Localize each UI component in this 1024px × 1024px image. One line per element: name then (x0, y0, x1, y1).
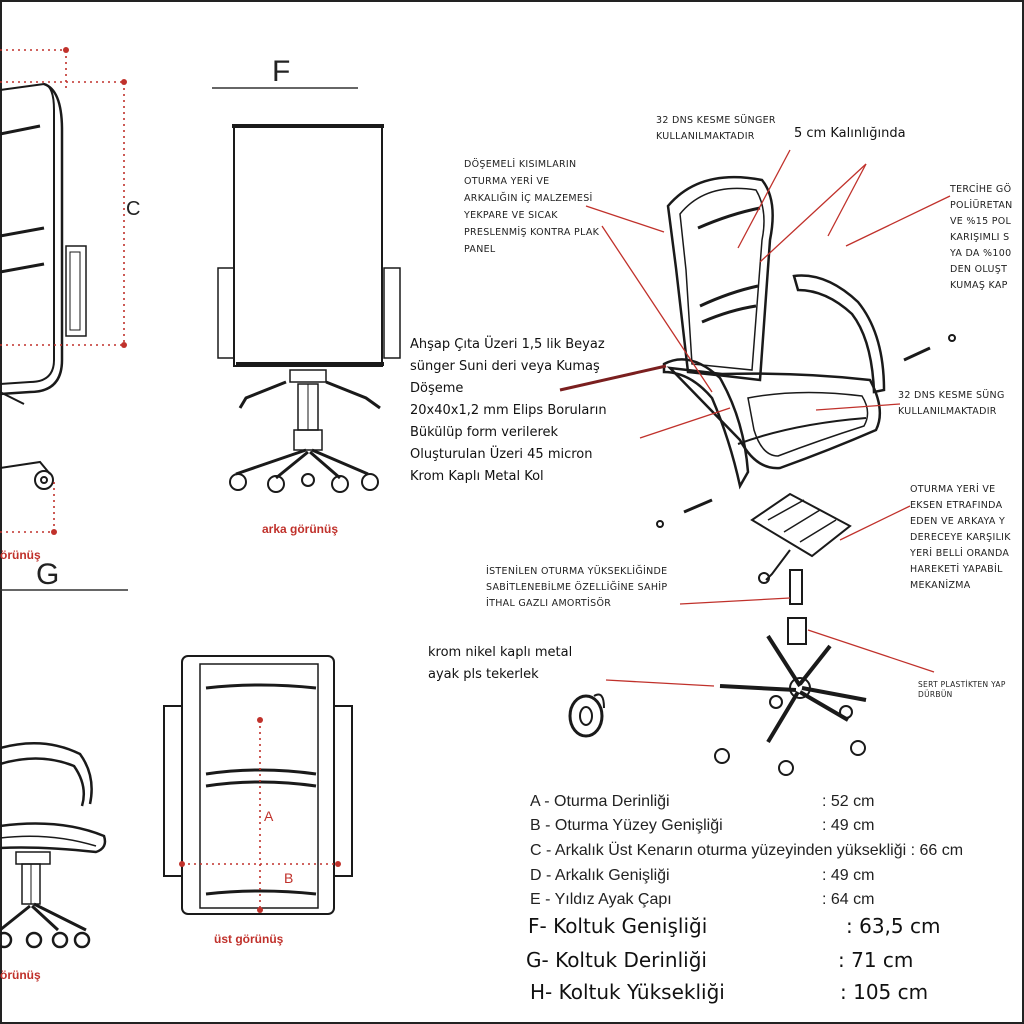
armrest-leader (559, 364, 667, 392)
spec-a-value: : 52 cm (822, 793, 875, 810)
spec-f: F- Koltuk Genişliği (528, 914, 708, 938)
spec-g-value: : 71 cm (838, 948, 914, 972)
top-view-caption: üst görünüş (214, 932, 284, 946)
callout-arrows (585, 149, 951, 687)
spec-h: H- Koltuk Yüksekliği (530, 980, 725, 1004)
top-view-dim-dots (179, 717, 341, 913)
g-label: G (36, 558, 60, 591)
f-label: F (272, 55, 291, 88)
back-view-caption: arka görünüş (262, 522, 339, 536)
side-view-caption: örünüş (0, 548, 41, 562)
top-view-drawing (163, 655, 353, 915)
b-label: B (284, 870, 294, 886)
spec-d-value: : 49 cm (822, 867, 875, 884)
spec-e: E - Yıldız Ayak Çapı (530, 891, 672, 908)
front-view-caption: örünüş (0, 968, 41, 982)
spec-d: D - Arkalık Genişliği (530, 867, 670, 884)
spec-e-value: : 64 cm (822, 891, 875, 908)
side-view-dim-dots (51, 47, 127, 535)
top-view-dimensions (182, 720, 338, 910)
callout-foam-line2: KULLANILMAKTADIR (656, 131, 755, 142)
spec-a: A - Oturma Derinliği (530, 793, 670, 810)
exploded-chair-drawing (568, 175, 956, 776)
spec-b-value: : 49 cm (822, 817, 875, 834)
a-label: A (264, 808, 274, 824)
callout-foam-line3: 5 cm Kalınlığında (794, 126, 906, 141)
side-view-dimensions (0, 49, 126, 533)
c-label: C (126, 198, 141, 220)
spec-h-value: : 105 cm (840, 980, 929, 1004)
spec-g: G- Koltuk Derinliği (526, 948, 707, 972)
spec-f-value: : 63,5 cm (846, 914, 941, 938)
back-view-drawing (217, 124, 401, 493)
spec-b: B - Oturma Yüzey Genişliği (530, 817, 723, 834)
side-view-drawing (0, 82, 87, 490)
front-view-drawing (0, 741, 107, 949)
spec-c: C - Arkalık Üst Kenarın oturma yüzeyinde… (530, 842, 964, 859)
callout-foam-line1: 32 DNS KESME SÜNGER (656, 115, 776, 126)
